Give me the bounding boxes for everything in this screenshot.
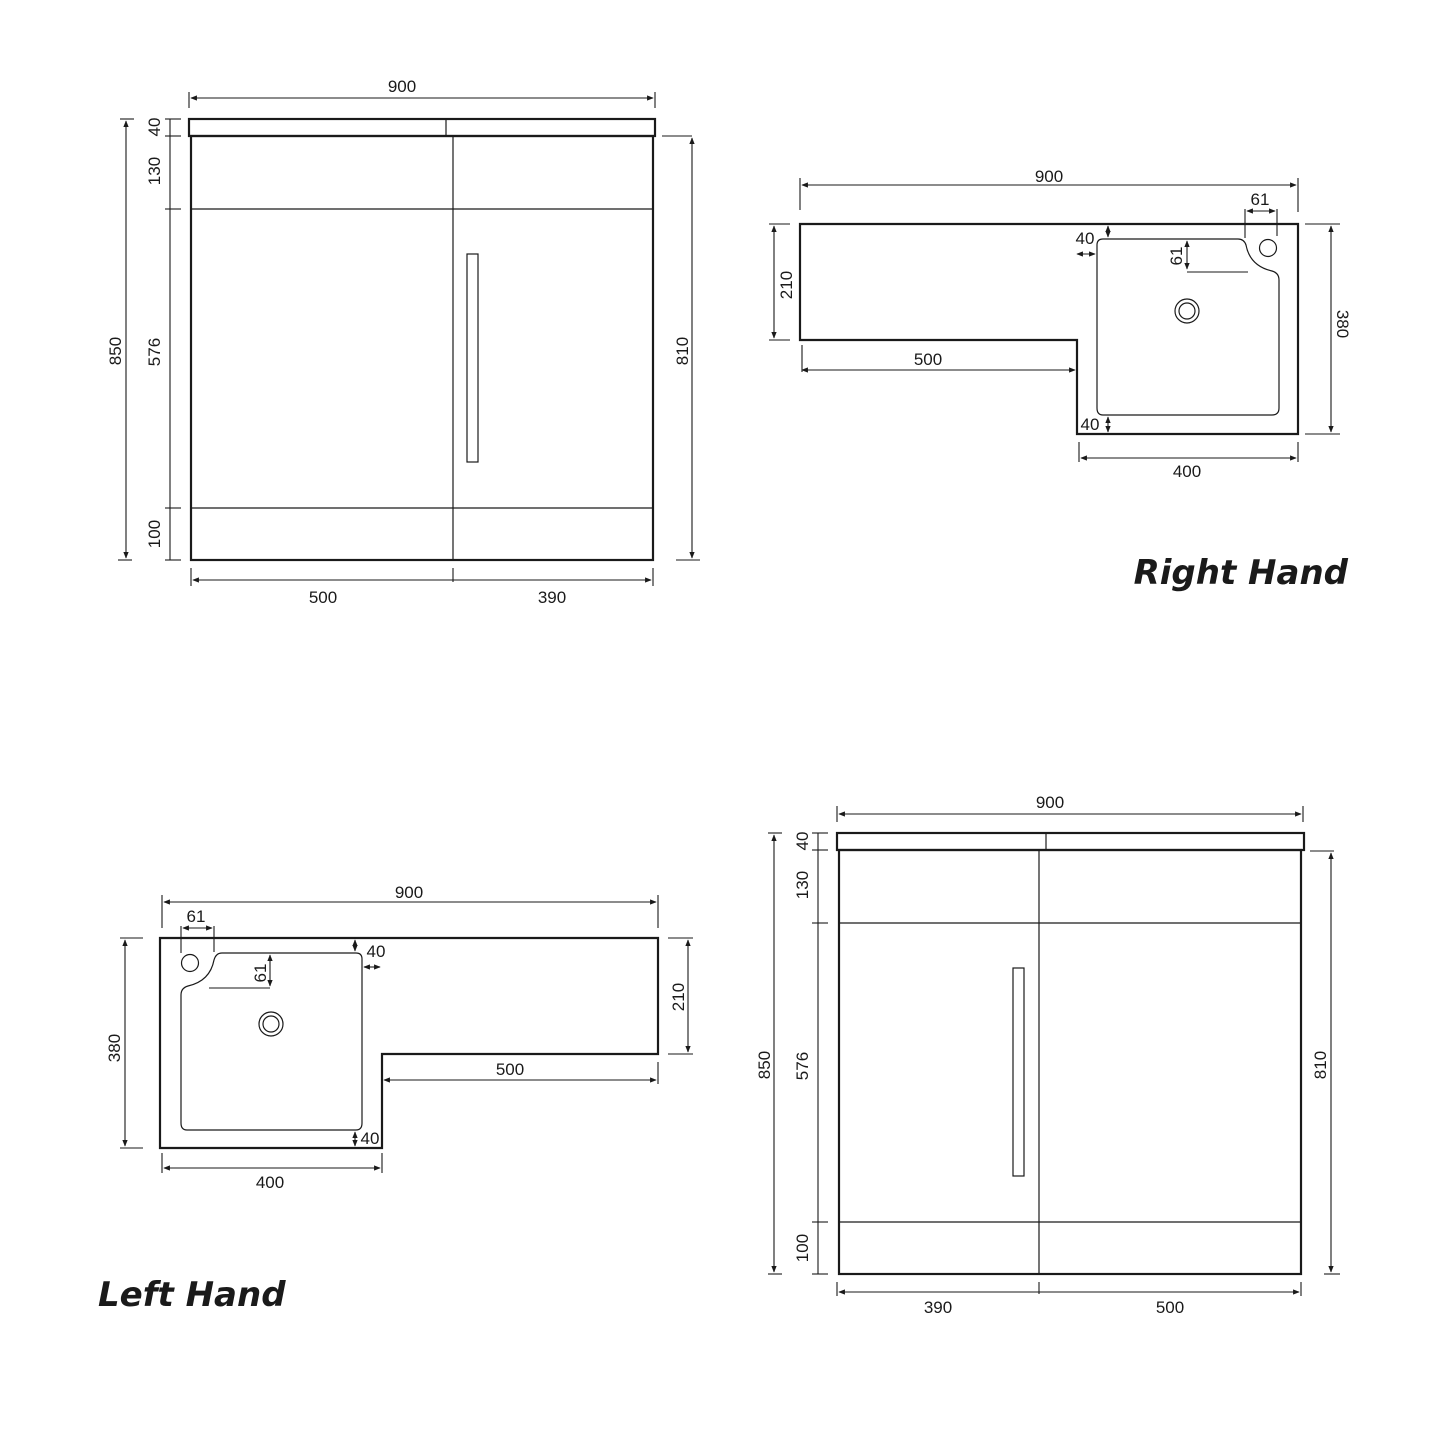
cabinet-carcass (837, 848, 1303, 1276)
dim-overall-width: 900 (1036, 793, 1064, 812)
tap-hole (180, 953, 200, 973)
dim-basin-width: 400 (1173, 462, 1201, 481)
plan-view-left-hand: 900 61 61 40 40 380 210 500 (105, 883, 693, 1192)
dim-worktop-thickness: 40 (793, 832, 812, 851)
basin-bowl (180, 952, 363, 1131)
dim-carcass-height: 810 (1311, 1051, 1330, 1079)
dim-edge-top: 40 (367, 942, 386, 961)
dim-basin-width: 400 (256, 1173, 284, 1192)
dim-door-height: 576 (793, 1052, 812, 1080)
dim-top-rail: 130 (793, 871, 812, 899)
waste-outlet (1174, 298, 1200, 324)
dim-total-height: 850 (755, 1051, 774, 1079)
worktop (187, 117, 657, 138)
dim-tap-hole-x: 61 (187, 907, 206, 926)
worktop (835, 831, 1306, 852)
cabinet-carcass (189, 134, 655, 562)
dim-carcass-height: 810 (673, 337, 692, 365)
dim-right-width: 390 (538, 588, 566, 607)
dim-narrow-depth: 210 (669, 983, 688, 1011)
dim-left-width: 390 (924, 1298, 952, 1317)
dim-plinth: 100 (793, 1234, 812, 1262)
dim-basin-depth: 380 (1333, 310, 1352, 338)
title-right-hand: Right Hand (1134, 553, 1349, 593)
front-view-right-hand: 900 850 40 130 576 100 810 500 390 (106, 77, 700, 607)
worktop-outline (158, 936, 660, 1150)
dim-overall-width: 900 (395, 883, 423, 902)
dim-worktop-thickness: 40 (145, 118, 164, 137)
dim-total-height: 850 (106, 337, 125, 365)
dim-overall-width: 900 (388, 77, 416, 96)
dim-right-width: 500 (1156, 1298, 1184, 1317)
waste-outlet (258, 1011, 284, 1037)
dim-left-width: 500 (309, 588, 337, 607)
dim-tap-hole-y: 61 (251, 964, 270, 983)
dim-edge-bottom: 40 (1081, 415, 1100, 434)
worktop-outline (798, 222, 1300, 436)
dim-edge-top: 40 (1076, 229, 1095, 248)
title-left-hand: Left Hand (98, 1275, 286, 1315)
plan-view-right-hand: 900 61 61 40 40 210 500 380 (769, 167, 1352, 481)
dim-tap-hole-y: 61 (1167, 247, 1186, 266)
door-handle (466, 253, 479, 463)
tap-hole (1258, 238, 1278, 258)
dim-worktop-length: 500 (496, 1060, 524, 1079)
dim-tap-hole-x: 61 (1251, 190, 1270, 209)
basin-bowl (1096, 238, 1280, 416)
dim-worktop-length: 500 (914, 350, 942, 369)
dim-basin-depth: 380 (105, 1034, 124, 1062)
dim-narrow-depth: 210 (777, 271, 796, 299)
dim-overall-width: 900 (1035, 167, 1063, 186)
dim-plinth: 100 (145, 520, 164, 548)
front-view-left-hand: 900 850 40 130 576 100 810 390 500 (755, 793, 1340, 1317)
dim-door-height: 576 (145, 338, 164, 366)
dim-edge-bottom: 40 (361, 1129, 380, 1148)
door-handle (1012, 967, 1025, 1177)
dim-top-rail: 130 (145, 157, 164, 185)
